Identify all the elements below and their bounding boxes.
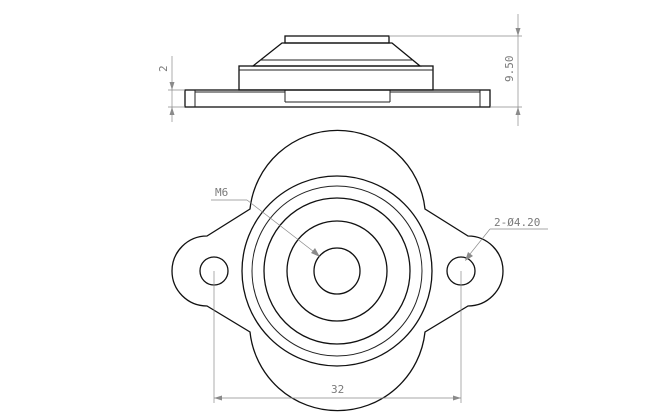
outer-ring-inner [251, 185, 423, 357]
base-thickness-label: 2 [157, 65, 170, 72]
arrow-thickness-top [169, 82, 175, 90]
leader-hole-arrow [465, 252, 473, 261]
dimension-base-thickness: 2 [157, 56, 185, 122]
mount-hole-callout-label: 2-Ø4.20 [494, 216, 540, 229]
dimension-height-total: 9.50 [389, 14, 522, 126]
housing-ring [263, 197, 411, 345]
top-view [171, 129, 504, 412]
flange-step-right [389, 90, 481, 93]
dimension-hole-spacing: 32 [213, 271, 462, 403]
outer-ring [241, 175, 433, 367]
arrow-spacing-right [453, 395, 461, 401]
arrow-spacing-left [214, 395, 222, 401]
leader-mount-hole: 2-Ø4.20 [465, 216, 548, 261]
flange-outline [171, 129, 504, 412]
rubber-cone [251, 42, 422, 67]
rubber-ring [286, 220, 388, 322]
hole-spacing-label: 32 [331, 383, 344, 396]
top-cap [284, 35, 390, 44]
arrow-thickness-bottom [169, 107, 175, 115]
leader-thread-arrow [311, 248, 320, 257]
arrow-top [515, 28, 521, 36]
leader-thread-line [246, 199, 319, 256]
side-view [184, 35, 491, 108]
flange-step-left [194, 90, 286, 93]
base-flange [184, 89, 491, 108]
thread-callout-label: M6 [215, 186, 228, 199]
arrow-bottom [515, 107, 521, 115]
leader-thread: M6 [211, 186, 320, 257]
height-total-label: 9.50 [503, 56, 516, 83]
threaded-hole [313, 247, 361, 295]
